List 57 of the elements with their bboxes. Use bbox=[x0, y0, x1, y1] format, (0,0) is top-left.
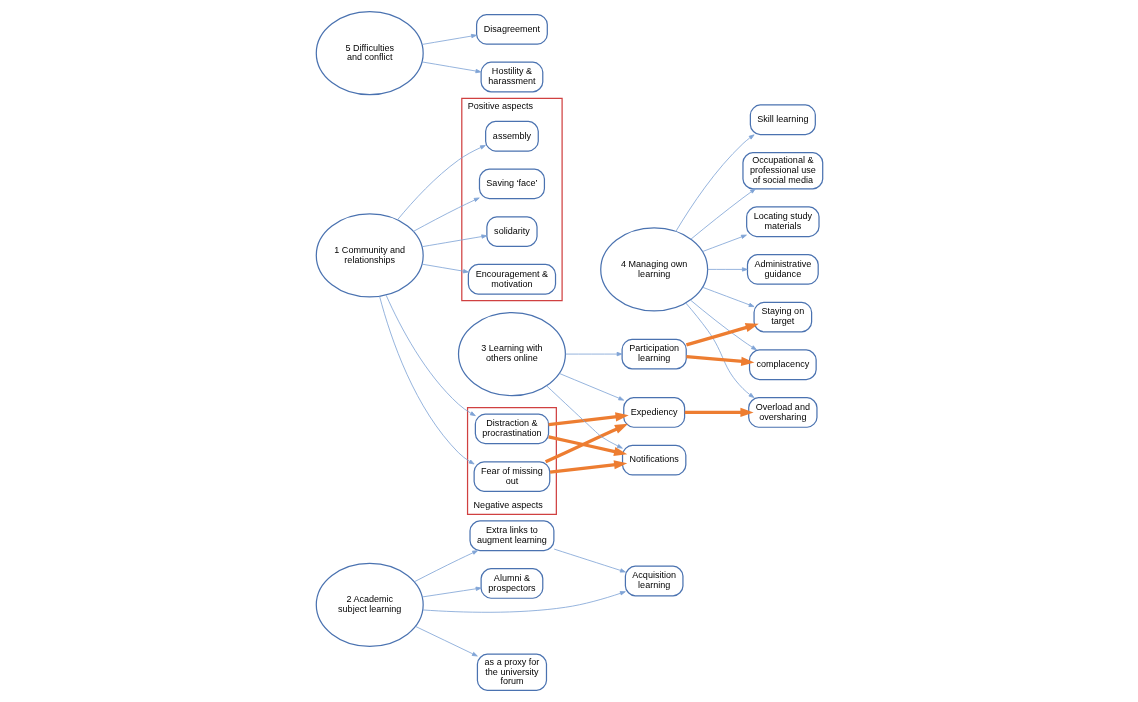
arrow bbox=[414, 626, 478, 657]
node-box: Locating study materials bbox=[745, 206, 820, 238]
node-box: as a proxy for the university forum bbox=[476, 653, 547, 691]
node-ellipse: 1 Community and relationships bbox=[315, 213, 424, 298]
node-box: Occupational & professional use of social media bbox=[741, 152, 823, 190]
node-box: Distraction & procrastination bbox=[474, 413, 549, 445]
node-box: Disagreement bbox=[475, 13, 548, 45]
arrow bbox=[684, 302, 754, 398]
node-box: Participation learning bbox=[621, 338, 687, 370]
arrow bbox=[421, 586, 481, 598]
node-box: Saving ‘face’ bbox=[478, 168, 545, 200]
arrow bbox=[701, 286, 754, 307]
node-box: solidarity bbox=[485, 216, 538, 247]
arrow bbox=[553, 548, 626, 573]
arrow bbox=[396, 145, 486, 221]
arrow bbox=[413, 550, 478, 583]
node-box: Extra links to augment learning bbox=[468, 520, 554, 552]
node-ellipse: 5 Difficulties and conflict bbox=[315, 11, 424, 96]
arrow bbox=[378, 295, 474, 465]
arrow bbox=[385, 294, 476, 417]
node-box: Acquisition learning bbox=[624, 565, 684, 597]
node-box: Expediency bbox=[622, 397, 685, 428]
node-box: Administrative guidance bbox=[746, 254, 819, 285]
node-ellipse: 2 Academic subject learning bbox=[315, 562, 424, 647]
arrow bbox=[684, 407, 754, 418]
node-box: Skill learning bbox=[749, 104, 816, 136]
node-box: Encouragement & motivation bbox=[467, 263, 556, 295]
arrow bbox=[422, 591, 626, 613]
arrow bbox=[421, 234, 487, 248]
arrow bbox=[706, 267, 748, 272]
node-ellipse: 4 Managing own learning bbox=[599, 227, 708, 312]
arrow bbox=[547, 435, 627, 456]
arrow bbox=[545, 385, 623, 449]
arrow bbox=[412, 197, 480, 232]
arrow bbox=[685, 355, 754, 366]
arrow bbox=[558, 373, 624, 401]
node-box: Staying on target bbox=[752, 301, 812, 333]
arrow bbox=[689, 299, 757, 351]
arrow bbox=[701, 234, 747, 252]
node-ellipse: 3 Learning with others online bbox=[457, 311, 566, 397]
arrow bbox=[675, 134, 754, 232]
node-box: Alumni & prospectors bbox=[480, 568, 543, 599]
node-box: assembly bbox=[484, 120, 539, 152]
arrow bbox=[564, 351, 622, 357]
node-box: complacency bbox=[748, 349, 817, 381]
arrow bbox=[421, 61, 481, 74]
node-box: Fear of missing out bbox=[473, 461, 550, 492]
arrow bbox=[544, 423, 628, 464]
arrow bbox=[549, 460, 627, 474]
node-box: Overload and oversharing bbox=[747, 397, 818, 428]
arrow bbox=[690, 188, 756, 240]
arrow bbox=[421, 33, 477, 45]
arrow bbox=[547, 412, 629, 427]
node-box: Hostility & harassment bbox=[480, 61, 543, 93]
node-box: Notifications bbox=[621, 444, 686, 476]
arrow bbox=[685, 323, 759, 347]
arrow bbox=[421, 263, 469, 274]
